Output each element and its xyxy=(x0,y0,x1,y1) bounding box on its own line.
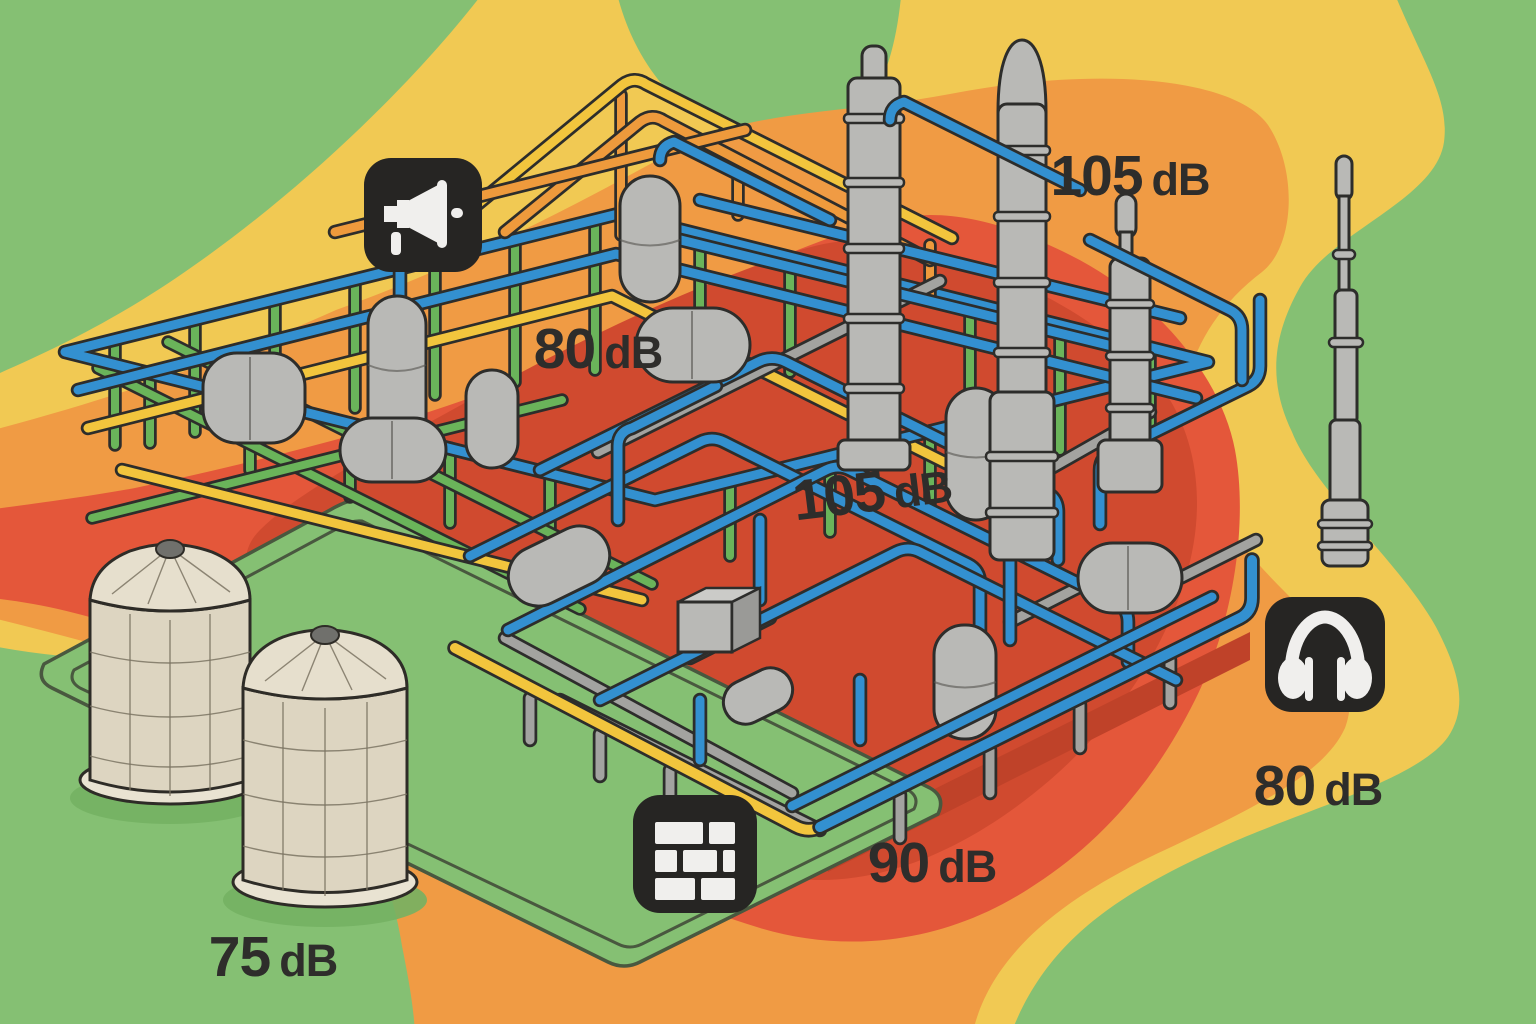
blue-lattice-3 xyxy=(503,462,1133,667)
blue-u-bend xyxy=(613,381,721,525)
db-unit: dB xyxy=(938,841,997,892)
column-3-thin xyxy=(1096,192,1164,494)
gable-yellow-pipe xyxy=(463,75,957,243)
db-value: 105 xyxy=(1050,144,1143,208)
headphones-icon xyxy=(1265,597,1385,712)
db-value: 80 xyxy=(533,317,596,381)
distillation-columns xyxy=(836,38,1374,568)
blue-right-run xyxy=(1085,235,1247,385)
db-value: 105 xyxy=(789,458,889,534)
blue-lattice-4 xyxy=(595,544,1181,705)
flare-stack xyxy=(1316,154,1374,568)
db-unit: dB xyxy=(890,460,955,519)
blue-risers xyxy=(395,243,1015,765)
column-1 xyxy=(836,44,912,472)
blue-top-loop xyxy=(885,97,1085,195)
brick-wall-icon xyxy=(633,795,757,913)
db-unit: dB xyxy=(604,327,663,378)
platform-edge-pipes xyxy=(447,94,1260,838)
db-unit: dB xyxy=(1324,764,1383,815)
blue-lattice-1 xyxy=(535,354,1063,565)
storage-tank-left xyxy=(70,539,270,824)
small-capsule-1 xyxy=(721,666,795,726)
db-unit: dB xyxy=(1151,154,1211,205)
storage-tank-right xyxy=(223,625,427,927)
blue-top-rail-2 xyxy=(695,195,1185,323)
horizontal-vessel-left xyxy=(201,351,307,445)
blue-edge-upper xyxy=(787,592,1217,811)
process-vessels xyxy=(201,174,1184,741)
small-capsule-2 xyxy=(506,524,612,608)
db-value: 75 xyxy=(208,925,271,989)
megaphone-icon xyxy=(364,158,482,272)
gable-orange-pipe xyxy=(500,112,935,265)
horizontal-drum-right xyxy=(1076,541,1184,615)
gray-edge-pipe xyxy=(500,633,797,798)
db-value: 80 xyxy=(1253,754,1316,818)
blue-edge-pipe xyxy=(815,555,1257,832)
junction-cube xyxy=(676,585,762,655)
gray-connectors xyxy=(685,407,1261,663)
db-unit: dB xyxy=(279,935,338,986)
vertical-drum-top xyxy=(618,174,682,304)
db-value: 90 xyxy=(867,831,930,895)
column-2-tall xyxy=(984,38,1060,562)
blue-top-bend xyxy=(655,137,835,225)
small-vertical-drum xyxy=(464,368,520,470)
